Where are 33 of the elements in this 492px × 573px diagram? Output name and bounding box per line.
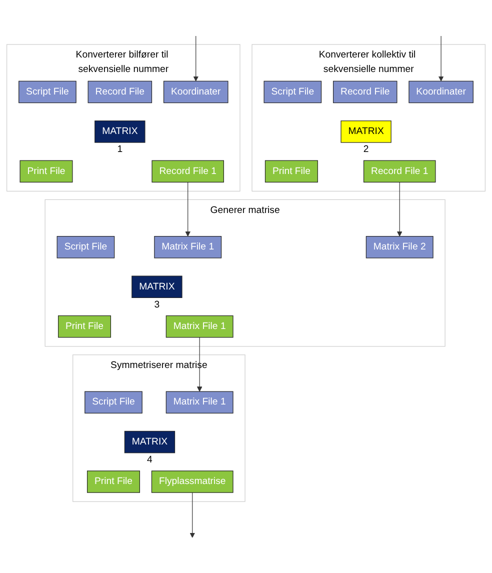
node-box: Print File — [264, 160, 318, 182]
node-box: Print File — [87, 470, 140, 492]
node-box: Print File — [58, 315, 111, 338]
node-box: MATRIX — [124, 430, 176, 453]
node-box: Script File — [84, 390, 142, 414]
step-number: 1 — [117, 144, 123, 155]
node-box: MATRIX — [132, 275, 182, 298]
arrow — [438, 35, 444, 82]
arrow — [193, 35, 198, 82]
node-box: Print File — [20, 160, 73, 182]
arrow — [185, 182, 190, 236]
arrow — [196, 336, 202, 392]
node-box: Flyplassmatrise — [151, 470, 234, 492]
node-box: Script File — [18, 80, 76, 103]
node-box: Record File — [88, 80, 152, 103]
node-box: Matrix File 1 — [166, 315, 234, 338]
step-number: 3 — [154, 298, 160, 310]
node-box: Script File — [264, 80, 322, 103]
node-box: Record File 1 — [363, 160, 436, 182]
node-box: Koordinater — [408, 80, 474, 103]
node-box: MATRIX — [94, 120, 146, 142]
node-box: Record File — [333, 80, 398, 103]
node-box: Matrix File 1 — [166, 390, 234, 414]
node-box: Matrix File 2 — [366, 236, 434, 258]
step-number: 2 — [363, 144, 369, 155]
node-box: Record File 1 — [152, 160, 224, 182]
node-box: Script File — [56, 236, 115, 258]
node-box: Koordinater — [163, 80, 228, 103]
arrow — [396, 182, 402, 236]
step-number: 4 — [147, 454, 152, 466]
node-box: MATRIX — [340, 120, 392, 142]
arrow — [190, 492, 196, 538]
node-box: Matrix File 1 — [154, 236, 222, 258]
